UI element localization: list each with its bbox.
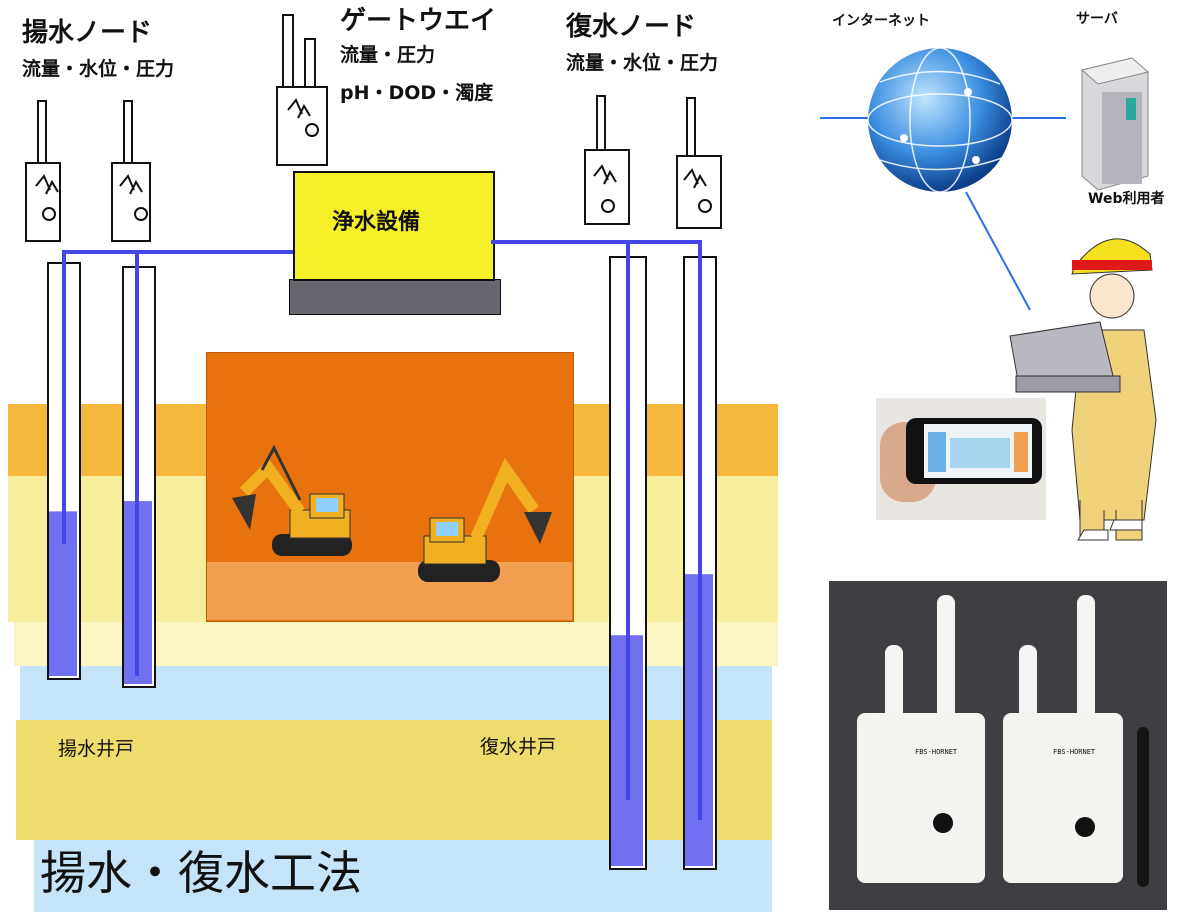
excavation-floor [207,562,572,620]
phone-screen [924,424,1032,478]
purifier-box [293,171,495,281]
pipe [628,240,702,820]
server-label: サーバ [1076,11,1118,27]
gateway-title: ゲートウエイ [340,6,497,36]
recharge-well-label: 復水井戸 [480,736,557,758]
recharge-node-sub: 流量・水位・圧力 [566,52,719,74]
gateway-sub1: 流量・圧力 [340,44,436,66]
pipe [62,250,293,544]
pen [1137,727,1149,887]
globe-icon [867,47,1013,193]
internet-label: インターネット [832,13,930,29]
device-label-right: FBS-HORNET [1053,748,1096,756]
method-title: 揚水・復水工法 [40,846,362,900]
sensor-box-left: FBS-HORNET [857,713,985,883]
pump-well-label: 揚水井戸 [58,738,135,760]
smartphone-icon [906,418,1042,484]
device-label-left: FBS-HORNET [915,748,958,756]
smartphone-photo [876,398,1046,520]
recharge-node-title: 復水ノード [566,12,697,42]
sensor-box-right: FBS-HORNET [1003,713,1123,883]
server-icon [1080,57,1150,191]
web-user-label: Web利用者 [1088,191,1165,207]
device-photo: FBS-HORNET FBS-HORNET [829,581,1167,910]
pump-node-title: 揚水ノード [22,18,153,48]
groundwater-layer-2 [34,840,772,912]
excavator-icon [418,457,552,582]
purifier-base [289,279,501,315]
pump-node-sub: 流量・水位・圧力 [22,58,175,80]
gateway-sub2: pH・DOD・濁度 [340,82,494,104]
excavator-icon [232,444,352,556]
purifier-label: 浄水設備 [332,210,421,235]
